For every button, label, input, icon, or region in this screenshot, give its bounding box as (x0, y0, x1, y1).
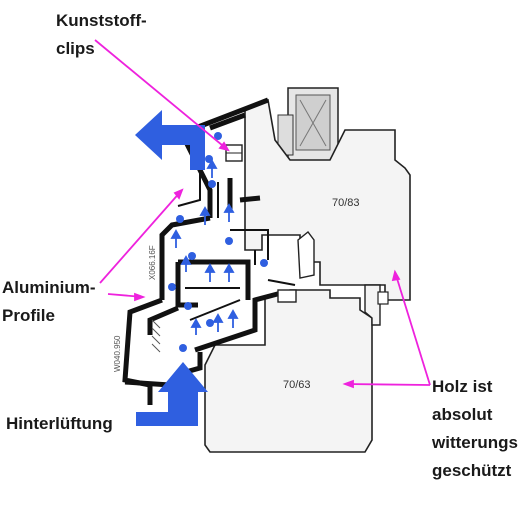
wood-sash-profile (244, 98, 411, 301)
label-kunststoffclips: Kunststoff- clips (56, 11, 151, 58)
label-holz-line3: witterungs (431, 433, 518, 452)
label-holz-line1: Holz ist (432, 377, 493, 396)
label-aluminium-profile: Aluminium- Profile (2, 278, 100, 325)
label-aluminium-profile-line1: Aluminium- (2, 278, 96, 297)
label-holz-line2: absolut (432, 405, 493, 424)
dimension-upper: 70/83 (332, 197, 360, 209)
glass-pane (277, 87, 339, 164)
label-kunststoffclips-line1: Kunststoff- (56, 11, 147, 30)
label-kunststoffclips-line2: clips (56, 39, 95, 58)
airflow-arrows (170, 159, 239, 335)
plastic-clip (225, 144, 243, 162)
hardware-fitting (297, 231, 389, 305)
wood-frame-profile (204, 284, 381, 453)
air-inlet-arrow (136, 362, 208, 426)
dimension-lower: 70/63 (283, 379, 311, 391)
label-aluminium-profile-line2: Profile (2, 306, 55, 325)
plastic-clip (277, 289, 297, 303)
label-holz: Holz ist absolut witterungs geschützt (431, 377, 523, 480)
pointer-lines (94, 39, 431, 389)
label-holz-line4: geschützt (432, 461, 512, 480)
gasket-hatch (151, 319, 161, 353)
label-hinterlueftung: Hinterlüftung (6, 414, 113, 433)
profile-code-lower: W040.950 (113, 335, 122, 372)
cavity-dots (168, 132, 268, 352)
aluminium-inner-lines (177, 160, 296, 321)
profile-code-upper: X066.16F (148, 245, 157, 280)
air-outlet-arrow (135, 110, 205, 170)
